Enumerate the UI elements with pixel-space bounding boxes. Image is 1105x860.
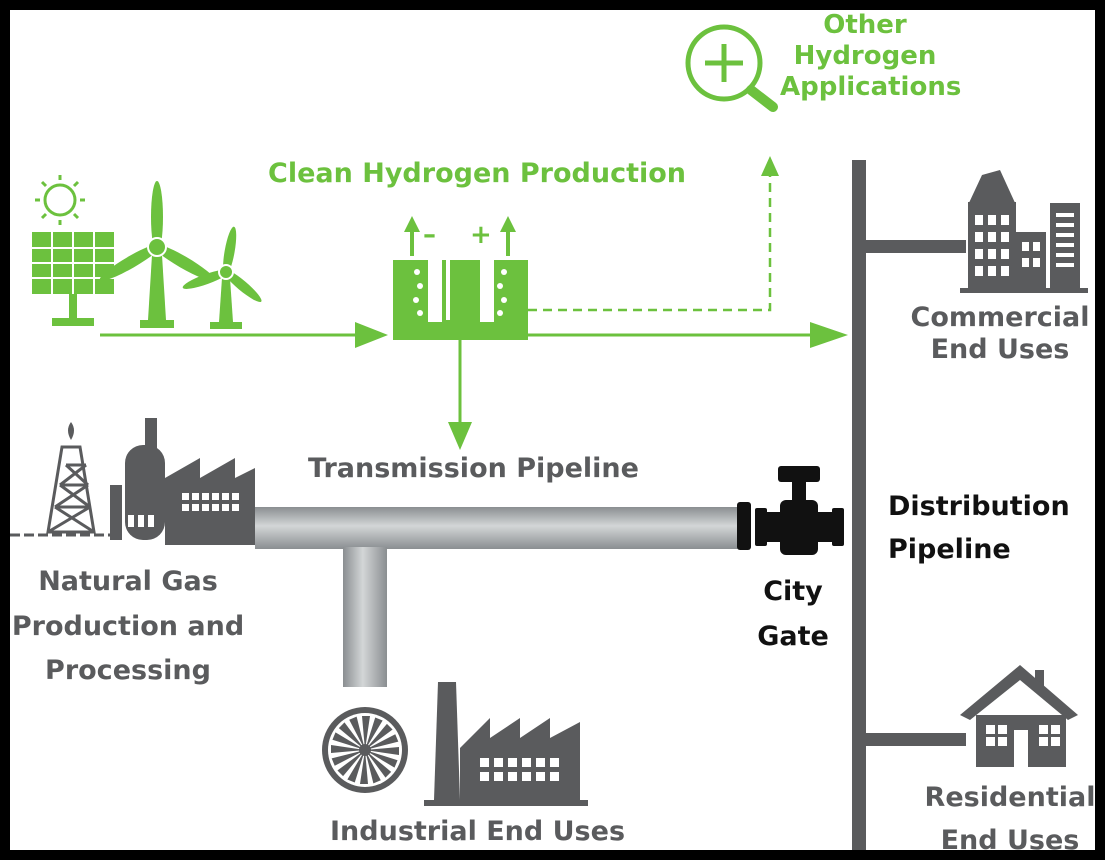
other-applications-dashed-arrow — [528, 156, 779, 312]
wind-turbine-icon — [99, 181, 215, 328]
transmission-pipeline-label: Transmission Pipeline — [308, 453, 639, 484]
distribution-pipeline-label: Distribution Pipeline — [888, 491, 1070, 566]
city-gate-label: City Gate — [757, 576, 829, 652]
diagram-frame: Other Hydrogen Applications Clean Hydrog… — [10, 10, 1095, 850]
distribution-pipeline — [852, 160, 966, 850]
valve-icon — [737, 466, 844, 555]
residential-end-uses-label: Residential End Uses — [924, 782, 1095, 850]
processing-plant-icon — [110, 418, 255, 545]
solar-panel-icon — [32, 232, 114, 326]
oil-derrick-icon — [10, 422, 120, 537]
electrolyzer-icon — [393, 216, 528, 340]
sun-icon — [35, 175, 85, 225]
renewable-to-electrolyzer-arrow — [100, 322, 388, 348]
hydrogen-distribution-diagram — [10, 24, 1088, 850]
turbine-fan-icon — [322, 707, 408, 793]
electrolyzer-to-transmission-arrow — [448, 340, 472, 450]
industrial-branch-pipeline — [343, 547, 387, 687]
magnifier-plus-icon — [685, 24, 778, 112]
industrial-end-uses-label: Industrial End Uses — [330, 816, 626, 847]
commercial-end-uses-label: Commercial End Uses — [910, 302, 1090, 366]
transmission-pipeline — [255, 507, 740, 549]
factory-icon — [424, 682, 588, 806]
electrolyzer-minus-sign: – — [423, 220, 436, 250]
electrolyzer-to-distribution-arrow — [528, 322, 848, 348]
wind-turbine-icon — [182, 226, 262, 329]
office-buildings-icon — [960, 170, 1088, 293]
natural-gas-production-label: Natural Gas Production and Processing — [11, 566, 245, 687]
clean-hydrogen-production-label: Clean Hydrogen Production — [268, 158, 687, 189]
house-icon — [960, 665, 1078, 767]
other-applications-label: Other Hydrogen Applications — [780, 10, 962, 103]
electrolyzer-plus-sign: + — [470, 220, 492, 250]
